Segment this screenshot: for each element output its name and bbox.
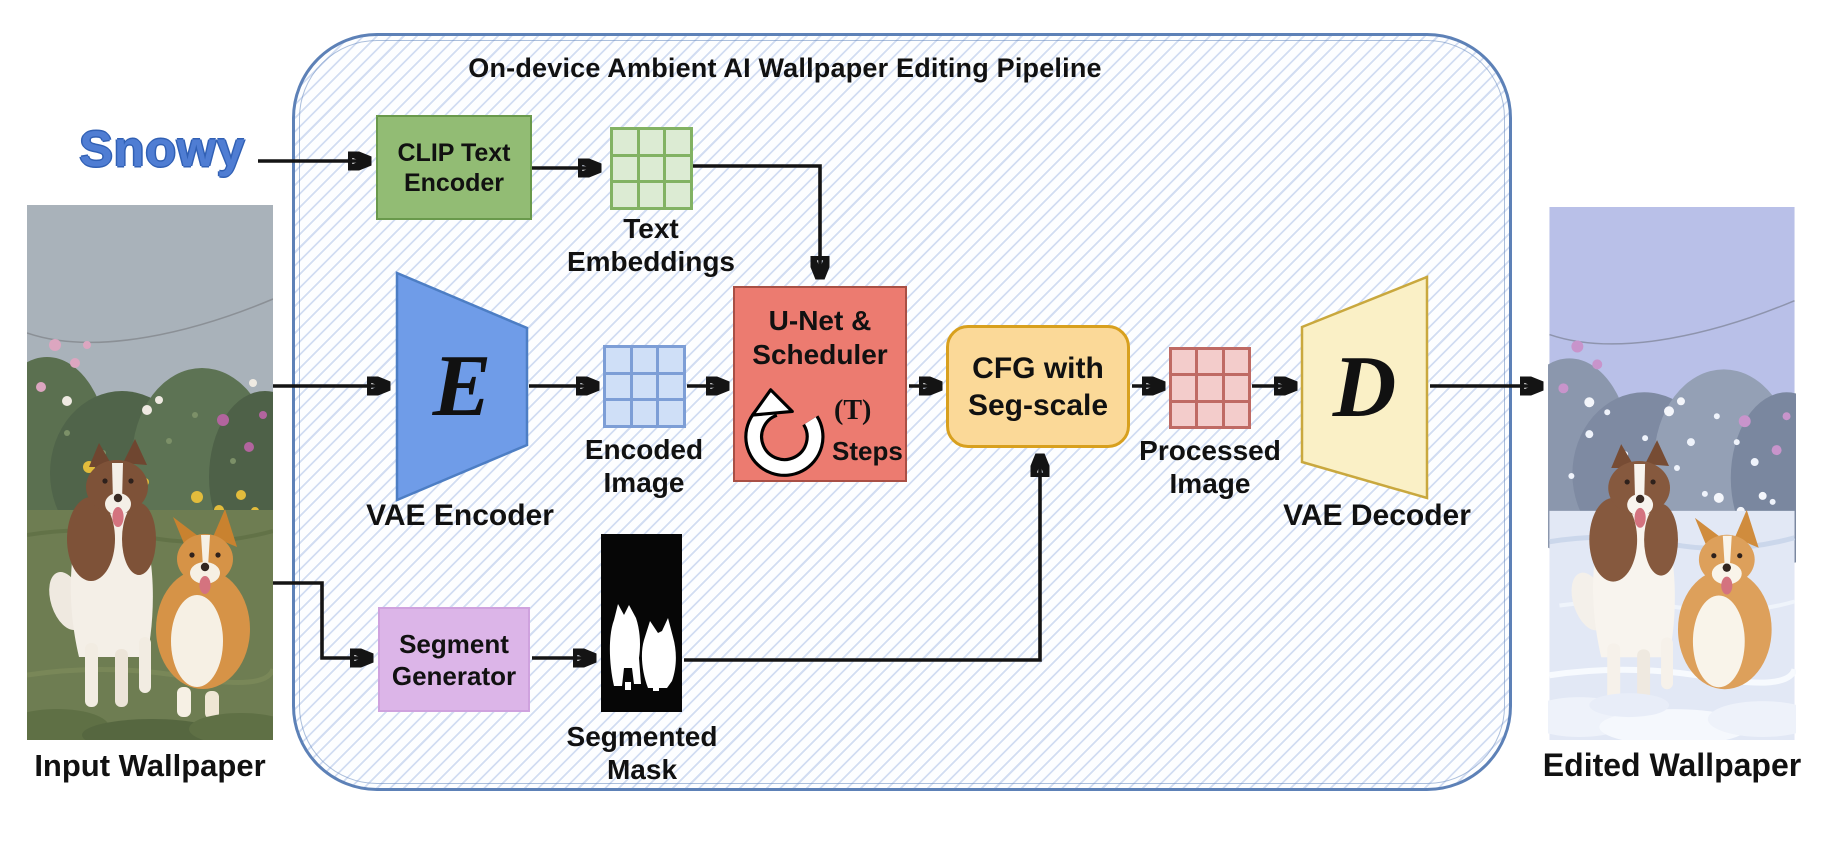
input-wallpaper-image [27, 205, 273, 740]
vae-decoder-caption: VAE Decoder [1283, 499, 1471, 532]
input-wallpaper-label: Input Wallpaper [34, 748, 266, 783]
clip-label-line1: CLIP Text [397, 138, 511, 167]
unet-steps-t: (T) [834, 395, 872, 426]
cfg-label-line2: Seg-scale [967, 388, 1109, 422]
diagram-title: On-device Ambient AI Wallpaper Editing P… [468, 53, 1102, 83]
text-embeddings-grid [610, 127, 693, 210]
corgi-dog [1677, 509, 1772, 690]
cfg-label-line1: CFG with [972, 351, 1104, 385]
segment-generator-line2: Generator [391, 660, 517, 691]
vae-encoder-node [395, 271, 529, 502]
edited-wallpaper-image [1548, 207, 1796, 740]
processed-image-caption: Processed Image [1139, 435, 1281, 499]
unet-label-line2: Scheduler [752, 339, 888, 370]
corgi-dog [156, 509, 250, 719]
segmented-mask-image [601, 534, 682, 712]
vae-encoder-caption: VAE Encoder [366, 499, 554, 532]
loop-arrow-icon [744, 388, 825, 477]
segmented-mask-caption: Segmented Mask [566, 721, 718, 785]
encoded-image-grid [603, 345, 686, 428]
segment-generator-node: Segment Generator [378, 607, 530, 712]
prompt-text: Snowy [79, 121, 246, 177]
unet-steps-label: Steps [832, 436, 903, 466]
segment-generator-line1: Segment [399, 628, 509, 659]
clip-text-encoder-node: CLIP Text Encoder [376, 115, 532, 220]
edited-wallpaper-label: Edited Wallpaper [1542, 747, 1802, 783]
text-embeddings-caption: Text Embeddings [566, 213, 735, 277]
cfg-seg-scale-node: CFG with Seg-scale [946, 325, 1130, 448]
collie-dog [1571, 440, 1678, 704]
encoded-image-caption: Encoded Image [584, 434, 704, 498]
vae-encoder-symbol: E [432, 338, 492, 435]
vae-decoder-node [1300, 275, 1429, 500]
unet-scheduler-node: U-Net & Scheduler (T) Steps [733, 286, 907, 482]
collie-dog [49, 439, 156, 707]
unet-label-line1: U-Net & [768, 305, 872, 336]
clip-label-line2: Encoder [403, 168, 505, 197]
processed-image-grid [1169, 347, 1251, 429]
vae-decoder-symbol: D [1332, 339, 1397, 436]
